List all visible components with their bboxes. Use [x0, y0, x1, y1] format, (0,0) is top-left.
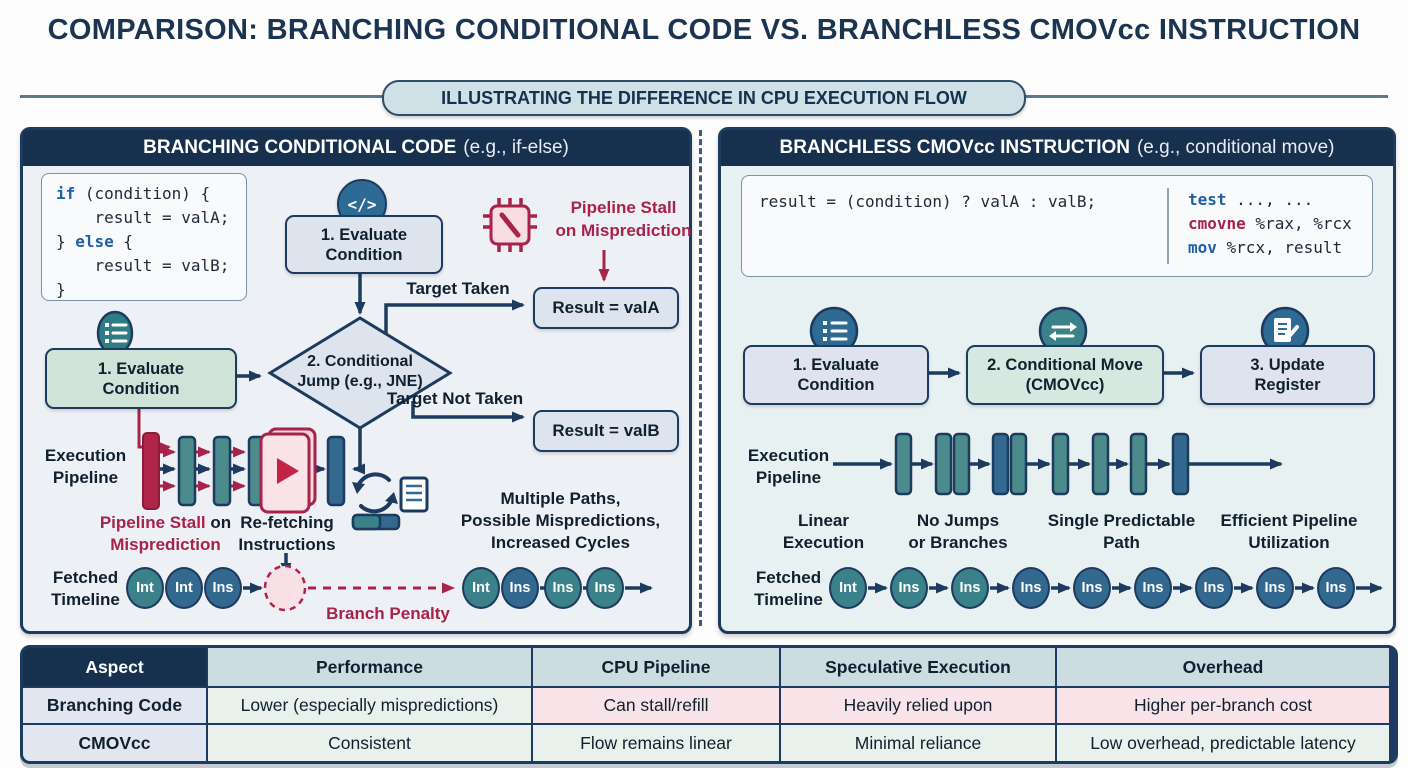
- flow-arrows: [833, 367, 1383, 594]
- table-cell: Lower (especially mispredictions): [206, 686, 531, 723]
- branch-penalty-label: Branch Penalty: [326, 604, 450, 623]
- timeline-chip: Ins: [951, 567, 989, 609]
- table-header-cpu-pipeline: CPU Pipeline: [531, 648, 779, 686]
- result-valb-box: Result = valB: [533, 410, 679, 452]
- branching-header-title: BRANCHING CONDITIONAL CODE: [143, 137, 457, 158]
- code-line: result = valB;: [56, 256, 230, 275]
- branching-panel-header: BRANCHING CONDITIONAL CODE (e.g., if-els…: [23, 130, 689, 166]
- asm-line: mov %rcx, result: [1188, 238, 1343, 257]
- numbered-list-icon: [96, 310, 134, 356]
- timeline-chip: Ins: [544, 567, 582, 609]
- refetch-refresh-icon: [351, 472, 429, 531]
- conditional-jump-diamond: [267, 316, 453, 430]
- timeline-chip: Ins: [1134, 567, 1172, 609]
- branchless-panel-header: BRANCHLESS CMOVcc INSTRUCTION (e.g., con…: [721, 130, 1393, 166]
- code-line: }: [56, 280, 66, 299]
- asm-line: test ..., ...: [1188, 190, 1314, 209]
- flow-arrows: [159, 270, 653, 594]
- stall-bar: [142, 432, 160, 510]
- code-line: if (condition) {: [56, 184, 211, 203]
- execution-pipeline-label: Execution Pipeline: [747, 446, 830, 487]
- code-line: result = (condition) ? valA : valB;: [759, 192, 1097, 211]
- document-icon: [399, 476, 429, 513]
- timeline-chip: Ins: [501, 567, 539, 609]
- fetch-gap-bubble: [263, 564, 307, 612]
- branchless-header-title: BRANCHLESS CMOVcc INSTRUCTION: [779, 137, 1130, 158]
- branchless-header-note: (e.g., conditional move): [1136, 137, 1335, 158]
- timeline-chip: Ins: [586, 567, 624, 609]
- target-not-taken-label: Target Not Taken: [386, 389, 524, 408]
- table-row-label: Branching Code: [23, 686, 206, 723]
- table-header-overhead: Overhead: [1055, 648, 1389, 686]
- table-cell: Minimal reliance: [779, 723, 1055, 761]
- code-line: result = valA;: [56, 208, 230, 227]
- if-else-code-block: if (condition) { result = valA; } else {…: [41, 173, 247, 301]
- asm-line: cmovne %rax, %rcx: [1188, 214, 1352, 233]
- chip-icon: [483, 198, 537, 252]
- code-divider: [1167, 188, 1169, 264]
- table-cell: Heavily relied upon: [779, 686, 1055, 723]
- timeline-chip: Int: [462, 567, 500, 609]
- swap-arrows-icon: [1038, 306, 1088, 356]
- branching-panel: BRANCHING CONDITIONAL CODE (e.g., if-els…: [20, 127, 692, 634]
- subtitle-badge: ILLUSTRATING THE DIFFERENCE IN CPU EXECU…: [382, 80, 1026, 116]
- timeline-chip: Ins: [204, 567, 242, 609]
- table-row-label: CMOVcc: [23, 723, 206, 761]
- table-header-performance: Performance: [206, 648, 531, 686]
- timeline-chip: Int: [165, 567, 203, 609]
- branchless-panel: BRANCHLESS CMOVcc INSTRUCTION (e.g., con…: [718, 127, 1396, 634]
- result-vala-box: Result = valA: [533, 287, 679, 329]
- execution-pipeline-label: Execution Pipeline: [44, 446, 127, 487]
- refetch-label: Re-fetching Instructions: [238, 513, 336, 554]
- timeline-chip: Int: [829, 567, 867, 609]
- fetch-progress-bar: [351, 513, 401, 531]
- branching-header-note: (e.g., if-else): [463, 137, 569, 158]
- execution-pipeline-bars: [142, 432, 346, 510]
- table-header-aspect: Aspect: [23, 648, 206, 686]
- table-header-speculative-execution: Speculative Execution: [779, 648, 1055, 686]
- page-title: COMPARISON: BRANCHING CONDITIONAL CODE V…: [47, 14, 1361, 46]
- pipeline-stall-top-label: Pipeline Stall on Misprediction: [555, 198, 692, 240]
- branching-diagram-layer: [96, 198, 653, 612]
- document-edit-icon: [1260, 306, 1310, 356]
- evaluate-condition-box-top: 1. Evaluate Condition: [285, 215, 443, 274]
- panel-divider-dashed: [699, 130, 702, 626]
- evaluate-condition-box-left: 1. Evaluate Condition: [45, 348, 237, 409]
- branchless-diagram-layer: [809, 306, 1383, 594]
- timeline-chip: Ins: [1317, 567, 1355, 609]
- timeline-chip: Ins: [1195, 567, 1233, 609]
- fetched-timeline-label: Fetched Timeline: [754, 568, 823, 609]
- timeline-chip: Ins: [1012, 567, 1050, 609]
- conditional-jump-label: 2. Conditional Jump (e.g., JNE): [297, 353, 423, 390]
- conditional-move-step-box: 2. Conditional Move (CMOVcc): [966, 345, 1164, 405]
- pipeline-stall-bottom-label: Pipeline Stall on Misprediction: [99, 513, 232, 554]
- table-cell: Consistent: [206, 723, 531, 761]
- table-cell: Higher per-branch cost: [1055, 686, 1389, 723]
- code-line: } else {: [56, 232, 134, 251]
- target-taken-label: Target Taken: [406, 279, 510, 298]
- consequences-label: Multiple Paths, Possible Mispredictions,…: [460, 489, 661, 552]
- table-cell: Flow remains linear: [531, 723, 779, 761]
- cmov-code-block: result = (condition) ? valA : valB; test…: [741, 175, 1373, 277]
- timeline-chip: Ins: [1073, 567, 1111, 609]
- comparison-table: Aspect Performance CPU Pipeline Speculat…: [20, 645, 1398, 764]
- execution-pipeline-bars: [894, 432, 1190, 496]
- update-register-step-box: 3. Update Register: [1200, 345, 1375, 405]
- table-cell: Can stall/refill: [531, 686, 779, 723]
- fetched-timeline-label: Fetched Timeline: [51, 568, 120, 609]
- timeline-chip: Int: [126, 567, 164, 609]
- timeline-chip: Ins: [890, 567, 928, 609]
- table-cell: Low overhead, predictable latency: [1055, 723, 1389, 761]
- timeline-chip: Ins: [1256, 567, 1294, 609]
- evaluate-condition-step-box: 1. Evaluate Condition: [743, 345, 929, 405]
- play-cards-icon: [259, 427, 317, 514]
